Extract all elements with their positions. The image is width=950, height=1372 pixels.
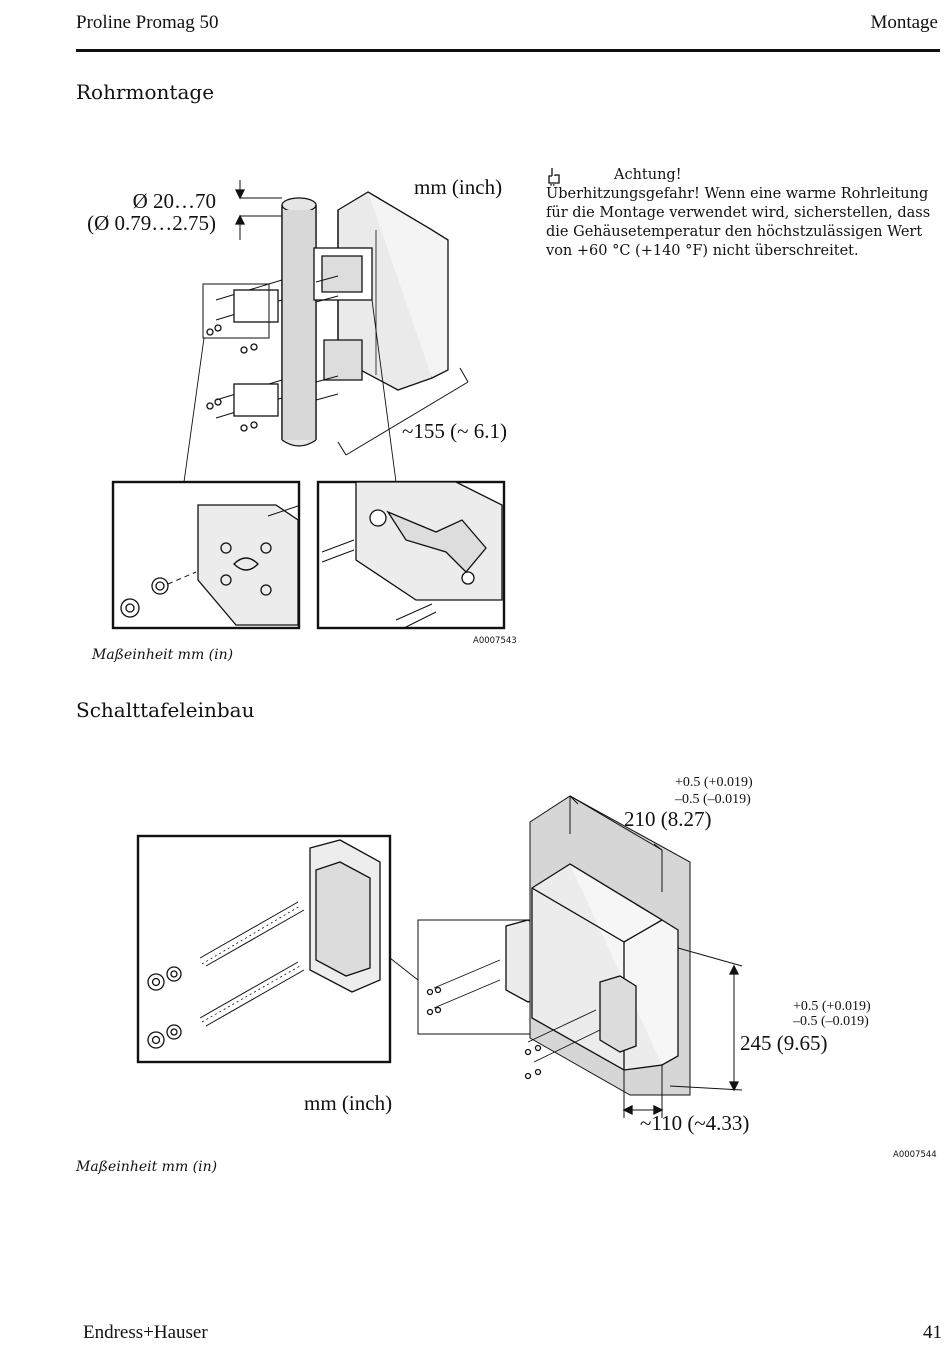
unit-label: mm (inch) [414,175,502,199]
running-header-chapter: Montage [870,12,938,33]
height-dimension: 245 (9.65) [740,1031,828,1055]
width-tolerance-plus: +0.5 (+0.019) [675,775,753,790]
section-title-pipe-mounting: Rohrmontage [76,80,215,104]
section-title-panel-mounting: Schalttafeleinbau [76,698,255,722]
figure-caption: Maßeinheit mm (in) [92,647,234,663]
running-header-title: Proline Promag 50 [76,12,219,33]
hand-pointing-icon [548,168,560,184]
page-number: 41 [923,1322,942,1343]
pipe-diameter-dimension: Ø 20…70 [133,189,216,213]
height-tolerance-plus: +0.5 (+0.019) [793,999,871,1014]
header-rule [76,49,940,52]
width-tolerance-minus: –0.5 (–0.019) [674,792,751,807]
warning-title: Achtung! [614,167,682,183]
figure-panel-mounting: +0.5 (+0.019) –0.5 (–0.019) 210 (8.27) +… [136,775,871,1135]
unit-label-panel: mm (inch) [304,1091,392,1115]
figure-code-panel: A0007544 [893,1150,937,1160]
figure-pipe-mounting: Ø 20…70 (Ø 0.79…2.75) mm (inch) ~155 (~ … [87,175,507,630]
figure-code: A0007543 [473,636,517,646]
pipe-diameter-dimension-inch: (Ø 0.79…2.75) [87,211,216,235]
warning-text: Überhitzungsgefahr! Wenn eine warme Rohr… [546,186,931,259]
width-dimension: 210 (8.27) [624,807,712,831]
figure-caption-panel: Maßeinheit mm (in) [76,1159,218,1175]
depth-dimension-panel: ~110 (~4.33) [640,1111,749,1135]
height-tolerance-minus: –0.5 (–0.019) [792,1014,869,1029]
depth-dimension: ~155 (~ 6.1) [402,419,507,443]
warning-note: Achtung! Überhitzungsgefahr! Wenn eine w… [546,166,936,261]
footer-brand: Endress+Hauser [83,1322,208,1343]
